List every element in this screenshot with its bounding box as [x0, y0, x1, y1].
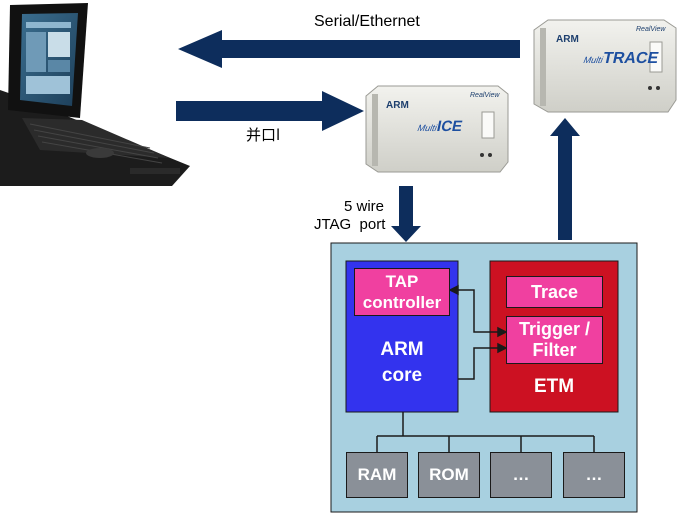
- memory-block-more-1: …: [490, 452, 552, 498]
- tap-line1: TAP: [385, 272, 419, 291]
- jtag-label-line1: 5 wire: [344, 198, 385, 215]
- tap-line2: controller: [362, 293, 442, 312]
- tap-trigger-connector: [448, 284, 508, 338]
- trace-upload-arrow: [550, 118, 580, 240]
- multi-ice-device: [365, 85, 509, 173]
- multi-trace-device: [533, 19, 677, 113]
- memory-block-rom: ROM: [418, 452, 480, 498]
- multi-trace-title: TRACE: [601, 50, 661, 67]
- multi-ice-maker: RealView: [470, 92, 500, 99]
- jtag-label-line2: JTAG port: [314, 216, 386, 233]
- trigger-filter-box: Trigger / Filter: [506, 316, 603, 364]
- core-trigger-connector: [458, 342, 508, 380]
- memory-block-ram: RAM: [346, 452, 408, 498]
- parallel-port-label: 并口l: [246, 126, 281, 144]
- multi-ice-prefix: Multi: [416, 123, 438, 133]
- trigger-line2: Filter: [532, 340, 577, 360]
- laptop-icon: [0, 3, 190, 186]
- arm-core-line2: core: [381, 365, 423, 386]
- trigger-line1: Trigger /: [518, 319, 590, 339]
- serial-ethernet-arrow: [178, 30, 520, 68]
- multi-trace-name: MultiTRACE: [582, 50, 660, 68]
- parallel-port-arrow: [176, 91, 364, 131]
- arm-core-label: ARM core: [346, 336, 458, 390]
- multi-trace-maker: RealView: [636, 26, 666, 33]
- arm-core-line1: ARM: [380, 339, 424, 360]
- multi-trace-prefix: Multi: [582, 55, 604, 65]
- memory-bus: [376, 412, 595, 452]
- tap-controller-box: TAP controller: [354, 268, 450, 316]
- multi-ice-title: ICE: [435, 118, 464, 135]
- multi-trace-brand: ARM: [556, 34, 579, 45]
- memory-block-more-2: …: [563, 452, 625, 498]
- etm-label: ETM: [533, 376, 575, 397]
- trace-box: Trace: [506, 276, 603, 308]
- multi-ice-name: MultiICE: [416, 118, 464, 136]
- multi-ice-brand: ARM: [386, 100, 409, 111]
- jtag-arrow: [391, 186, 421, 242]
- serial-ethernet-label: Serial/Ethernet: [314, 13, 420, 30]
